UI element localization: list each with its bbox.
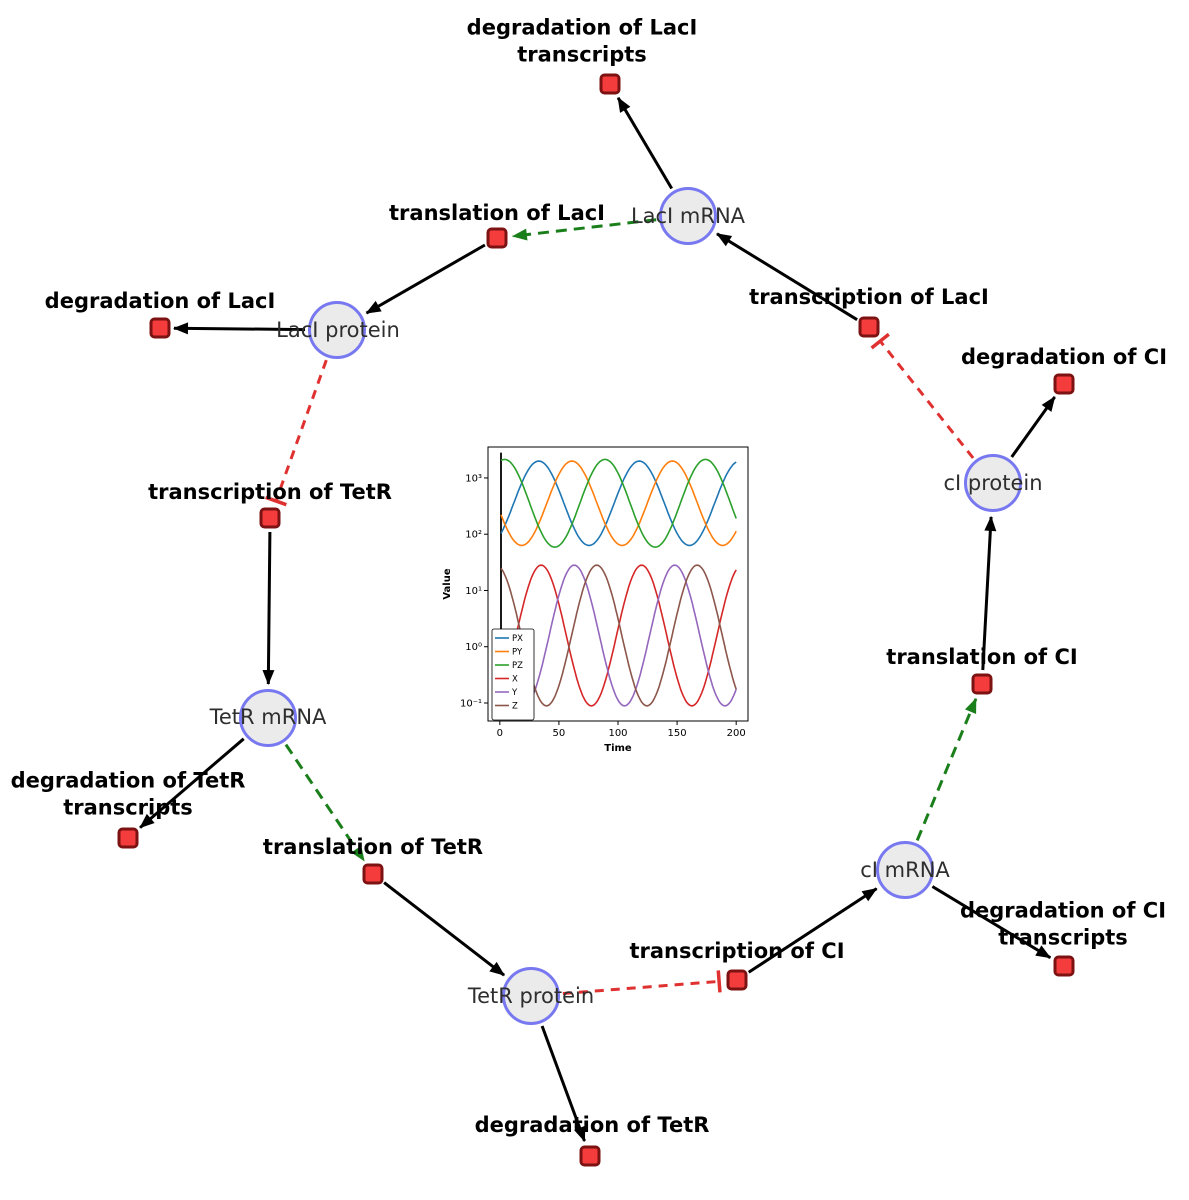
reaction-node-transcription-tetr[interactable] xyxy=(259,507,281,529)
edge-translation-ci-to-ci-protein xyxy=(981,515,997,671)
edge-translation-laci-to-laci-protein xyxy=(365,243,486,315)
reaction-label-degradation-tetr-transcripts: degradation of TetR transcripts xyxy=(10,768,246,820)
reaction-node-degradation-ci-transcripts[interactable] xyxy=(1053,955,1075,977)
edge-laci-mrna-to-degradation-transcripts xyxy=(616,96,673,190)
edge-tetr-protein-to-degradation xyxy=(540,1025,586,1142)
species-node-ci-mrna[interactable] xyxy=(876,841,934,899)
species-label-tetr-protein: TetR protein xyxy=(467,984,595,1008)
x-tick-label: 150 xyxy=(668,728,687,739)
edge-tetr-mrna-to-degradation-transcripts xyxy=(139,737,245,829)
edge-translation-tetr-to-tetr-protein xyxy=(383,881,506,977)
edge-laci-mrna-modifies-translation xyxy=(511,218,657,241)
reaction-label-translation-ci: translation of CI xyxy=(886,645,1078,669)
series-line-PY xyxy=(500,460,737,547)
reaction-label-degradation-ci: degradation of CI xyxy=(960,345,1168,369)
x-tick-label: 0 xyxy=(497,728,503,739)
reaction-node-translation-ci[interactable] xyxy=(971,673,993,695)
species-node-tetr-mrna[interactable] xyxy=(239,689,297,747)
series-line-X xyxy=(500,564,737,707)
y-tick-label: 10⁻¹ xyxy=(460,698,482,709)
reaction-label-degradation-ci-transcripts: degradation of CI transcripts xyxy=(959,898,1167,950)
legend-label-PZ: PZ xyxy=(512,661,523,671)
reaction-node-transcription-laci[interactable] xyxy=(858,316,880,338)
series-line-Y xyxy=(500,564,737,707)
x-tick-label: 50 xyxy=(553,728,566,739)
edge-ci-protein-inhibits-transcription-laci xyxy=(870,332,975,459)
y-tick-label: 10² xyxy=(465,530,482,541)
x-tick-label: 200 xyxy=(727,728,746,739)
reaction-label-transcription-ci: transcription of CI xyxy=(629,939,845,963)
legend-label-Y: Y xyxy=(511,688,518,698)
species-label-laci-mrna: LacI mRNA xyxy=(630,204,746,228)
edge-transcription-ci-to-ci-mrna xyxy=(747,887,878,974)
edge-laci-protein-inhibits-transcription-tetr xyxy=(265,359,328,507)
reaction-node-degradation-tetr[interactable] xyxy=(579,1145,601,1167)
reaction-label-translation-tetr: translation of TetR xyxy=(262,835,484,859)
edge-tetr-protein-inhibits-transcription-ci xyxy=(562,970,722,995)
y-tick-label: 10⁰ xyxy=(465,642,482,653)
reaction-label-transcription-tetr: transcription of TetR xyxy=(148,480,392,504)
reaction-node-translation-tetr[interactable] xyxy=(362,863,384,885)
reaction-node-degradation-laci[interactable] xyxy=(149,317,171,339)
reaction-label-transcription-laci: transcription of LacI xyxy=(749,285,989,309)
edge-transcription-tetr-to-tetr-mrna xyxy=(262,531,275,685)
edge-transcription-laci-to-laci-mrna xyxy=(716,232,858,321)
reaction-node-degradation-ci[interactable] xyxy=(1053,373,1075,395)
species-label-ci-protein: cI protein xyxy=(943,471,1043,495)
reaction-node-degradation-laci-transcripts[interactable] xyxy=(599,73,621,95)
species-label-laci-protein: LacI protein xyxy=(276,318,400,342)
series-line-Z xyxy=(500,564,737,707)
reaction-label-translation-laci: translation of LacI xyxy=(389,201,605,225)
legend-label-Z: Z xyxy=(512,702,518,712)
series-line-PZ xyxy=(500,458,737,548)
reaction-node-translation-laci[interactable] xyxy=(486,227,508,249)
species-node-laci-protein[interactable] xyxy=(308,301,366,359)
edge-laci-protein-to-degradation xyxy=(173,322,306,335)
legend-label-PY: PY xyxy=(512,648,523,658)
reaction-node-degradation-tetr-transcripts[interactable] xyxy=(117,827,139,849)
x-axis-label: Time xyxy=(604,743,632,754)
legend-label-X: X xyxy=(512,675,518,685)
edge-tetr-mrna-modifies-translation xyxy=(284,743,366,862)
edge-ci-mrna-to-degradation-transcripts xyxy=(931,885,1052,959)
species-node-ci-protein[interactable] xyxy=(964,454,1022,512)
species-node-laci-mrna[interactable] xyxy=(659,187,717,245)
species-label-tetr-mrna: TetR mRNA xyxy=(209,705,327,729)
x-tick-label: 100 xyxy=(608,728,627,739)
species-node-tetr-protein[interactable] xyxy=(502,967,560,1025)
y-axis-label: Value xyxy=(442,568,453,599)
series-line-PX xyxy=(500,460,737,547)
reaction-label-degradation-tetr: degradation of TetR xyxy=(474,1113,710,1137)
species-label-ci-mrna: cI mRNA xyxy=(860,858,950,882)
reaction-label-degradation-laci: degradation of LacI xyxy=(44,289,276,313)
edge-ci-mrna-modifies-translation xyxy=(915,697,978,841)
legend-label-PX: PX xyxy=(512,634,523,644)
edge-ci-protein-to-degradation xyxy=(1010,396,1056,458)
y-tick-label: 10¹ xyxy=(465,586,482,597)
reaction-label-degradation-laci-transcripts: degradation of LacI transcripts xyxy=(466,15,698,67)
reaction-node-transcription-ci[interactable] xyxy=(726,969,748,991)
y-tick-label: 10³ xyxy=(465,473,482,484)
